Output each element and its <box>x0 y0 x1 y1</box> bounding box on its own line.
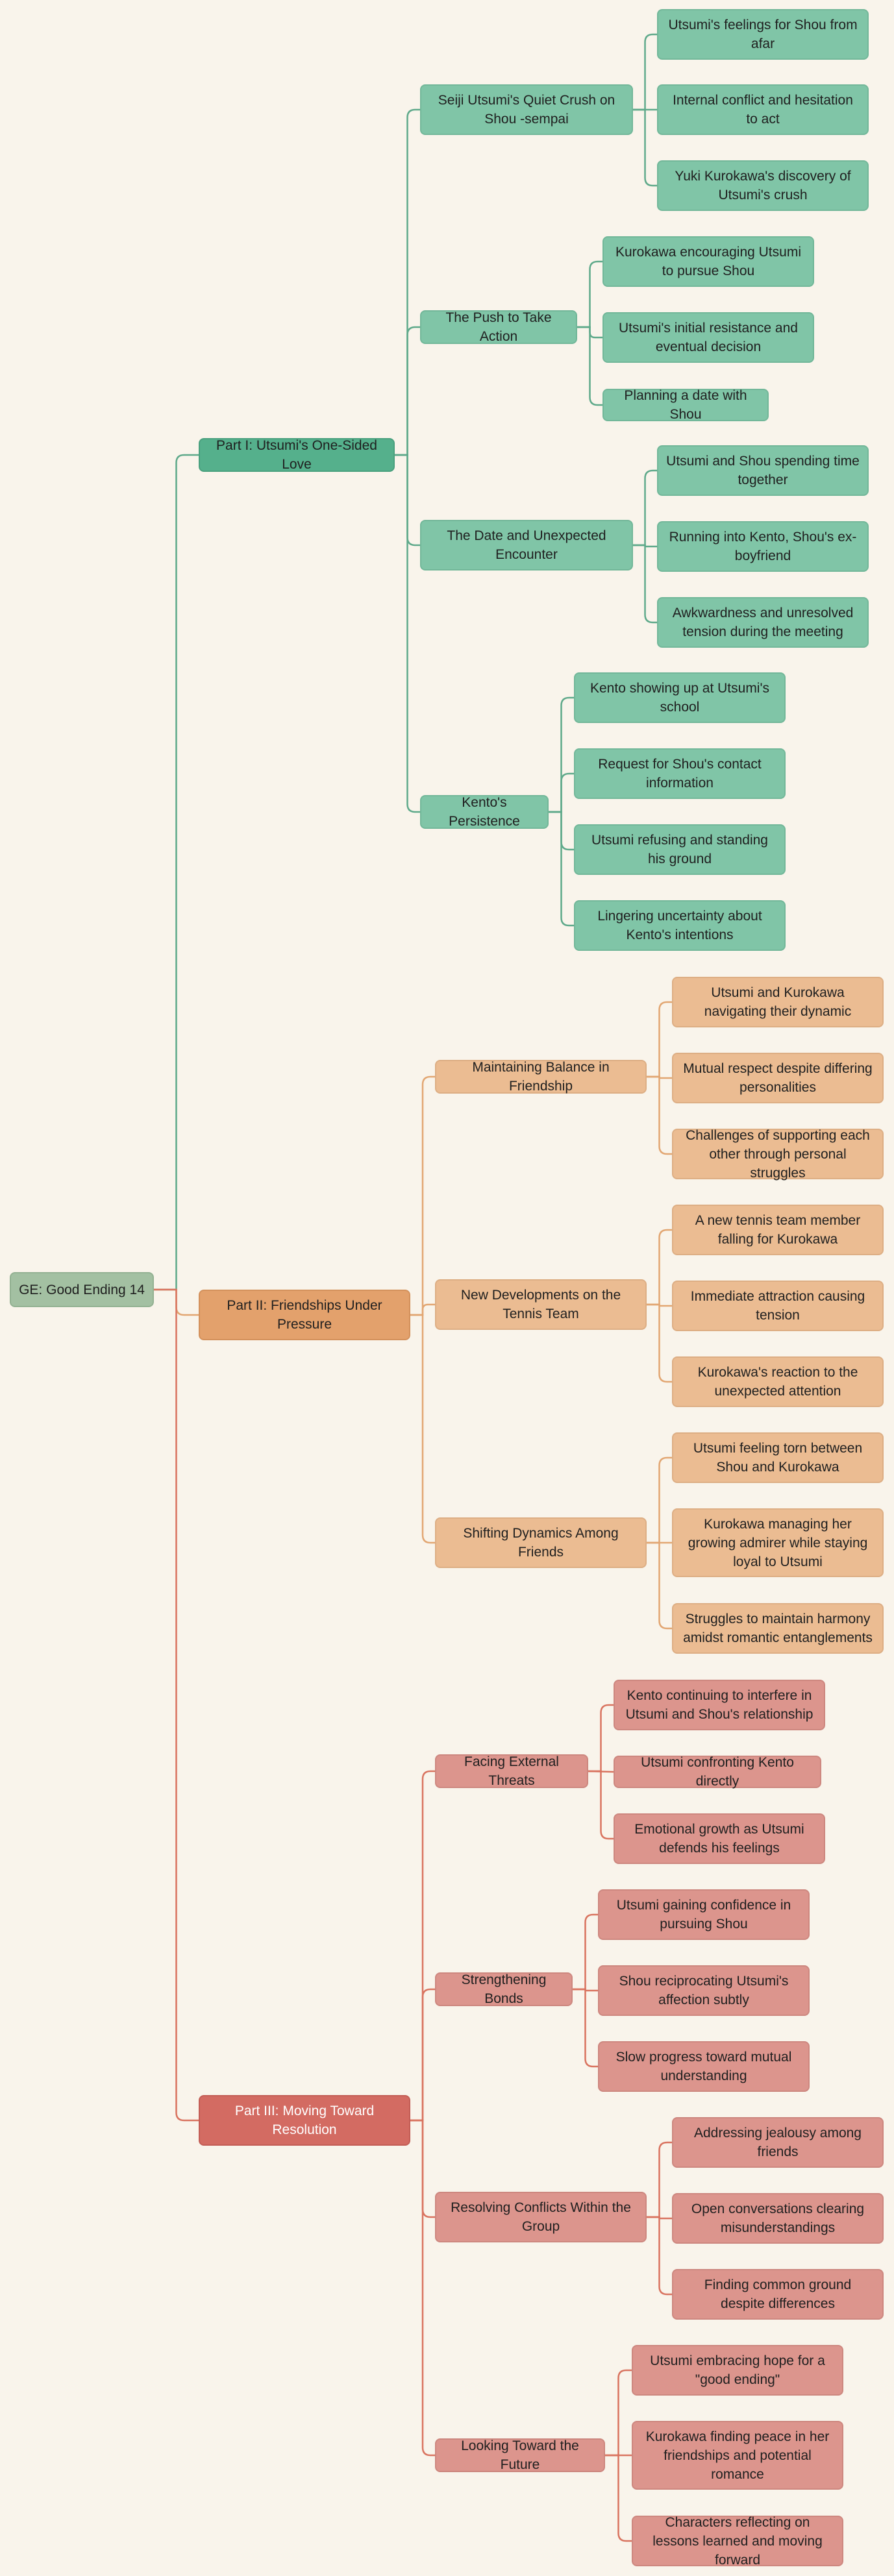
connector-line <box>647 1075 672 1155</box>
connector-line <box>410 1075 435 1316</box>
connector-line <box>410 1988 435 2122</box>
leaf-node[interactable]: Kurokawa's reaction to the unexpected at… <box>672 1356 884 1407</box>
leaf-node[interactable]: Utsumi feeling torn between Shou and Kur… <box>672 1432 884 1483</box>
leaf-node[interactable]: Characters reflecting on lessons learned… <box>632 2515 843 2568</box>
connector-line <box>549 811 574 927</box>
connector-line <box>573 1913 598 1991</box>
connector-line <box>395 326 420 456</box>
leaf-node[interactable]: Kurokawa encouraging Utsumi to pursue Sh… <box>602 236 814 287</box>
connector-line <box>647 2141 672 2218</box>
connector-line <box>647 2216 672 2296</box>
part-1-section-4-node[interactable]: Kento's Persistence <box>420 795 549 829</box>
leaf-node[interactable]: Shou reciprocating Utsumi's affection su… <box>598 1965 810 2016</box>
leaf-node[interactable]: Internal conflict and hesitation to act <box>657 84 869 135</box>
leaf-node[interactable]: Finding common ground despite difference… <box>672 2269 884 2320</box>
leaf-node[interactable]: Kurokawa managing her growing admirer wh… <box>672 1508 884 1577</box>
leaf-node[interactable]: Utsumi embracing hope for a "good ending… <box>632 2345 843 2396</box>
part-2-section-1-node[interactable]: Maintaining Balance in Friendship <box>435 1060 647 1094</box>
leaf-node[interactable]: Planning a date with Shou <box>602 388 769 422</box>
connector-line <box>549 696 574 813</box>
leaf-node[interactable]: Yuki Kurokawa's discovery of Utsumi's cr… <box>657 160 869 211</box>
leaf-node[interactable]: Utsumi and Shou spending time together <box>657 445 869 496</box>
leaf-node[interactable]: Mutual respect despite differing persona… <box>672 1053 884 1103</box>
connector-line <box>588 1770 614 1840</box>
part-3-section-3-node[interactable]: Resolving Conflicts Within the Group <box>435 2192 647 2242</box>
part-2-section-3-node[interactable]: Shifting Dynamics Among Friends <box>435 1517 647 1568</box>
connector-line <box>395 454 420 813</box>
part-1-section-3-node[interactable]: The Date and Unexpected Encounter <box>420 520 633 570</box>
leaf-node[interactable]: Utsumi gaining confidence in pursuing Sh… <box>598 1889 810 1940</box>
connector-line <box>410 1770 435 2122</box>
leaf-node[interactable]: Utsumi and Kurokawa navigating their dyn… <box>672 977 884 1027</box>
part-3-section-2-node[interactable]: Strengthening Bonds <box>435 1972 573 2006</box>
connector-line <box>647 1001 672 1078</box>
leaf-node[interactable]: Emotional growth as Utsumi defends his f… <box>614 1813 825 1864</box>
connector-line <box>410 1303 435 1316</box>
connector-line <box>633 544 657 624</box>
part-3-section-1-node[interactable]: Facing External Threats <box>435 1754 588 1788</box>
connector-line <box>410 2119 435 2457</box>
part-3-section-4-node[interactable]: Looking Toward the Future <box>435 2438 605 2472</box>
leaf-node[interactable]: Awkwardness and unresolved tension durin… <box>657 597 869 648</box>
leaf-node[interactable]: Challenges of supporting each other thro… <box>672 1128 884 1181</box>
leaf-node[interactable]: Addressing jealousy among friends <box>672 2117 884 2168</box>
leaf-node[interactable]: Kento continuing to interfere in Utsumi … <box>614 1680 825 1730</box>
leaf-node[interactable]: Utsumi refusing and standing his ground <box>574 824 786 875</box>
leaf-node[interactable]: Kurokawa finding peace in her friendship… <box>632 2421 843 2490</box>
connector-line <box>577 260 602 328</box>
connector-line <box>647 1456 672 1544</box>
connector-line <box>549 772 574 813</box>
part-1-node[interactable]: Part I: Utsumi's One-Sided Love <box>199 438 395 472</box>
leaf-node[interactable]: Kento showing up at Utsumi's school <box>574 672 786 723</box>
connector-line <box>647 1303 672 1383</box>
connector-line <box>577 326 602 406</box>
part-1-section-1-node[interactable]: Seiji Utsumi's Quiet Crush on Shou -semp… <box>420 84 633 135</box>
part-2-section-2-node[interactable]: New Developments on the Tennis Team <box>435 1279 647 1330</box>
connector-line <box>633 33 657 111</box>
leaf-node[interactable]: Utsumi's initial resistance and eventual… <box>602 312 814 363</box>
leaf-node[interactable]: Immediate attraction causing tension <box>672 1281 884 1331</box>
connector-line <box>633 108 657 187</box>
connector-line <box>410 1314 435 1544</box>
part-3-node[interactable]: Part III: Moving Toward Resolution <box>199 2095 410 2146</box>
connector-line <box>395 108 420 456</box>
connector-line <box>647 1541 672 1630</box>
connector-line <box>154 454 199 1291</box>
connector-line <box>647 1229 672 1306</box>
part-1-section-2-node[interactable]: The Push to Take Action <box>420 310 577 344</box>
connector-line <box>605 2454 632 2542</box>
leaf-node[interactable]: Slow progress toward mutual understandin… <box>598 2041 810 2092</box>
part-2-node[interactable]: Part II: Friendships Under Pressure <box>199 1290 410 1340</box>
connector-line <box>154 1288 199 2122</box>
connector-line <box>605 2369 632 2457</box>
leaf-node[interactable]: Open conversations clearing misunderstan… <box>672 2193 884 2244</box>
leaf-node[interactable]: A new tennis team member falling for Kur… <box>672 1205 884 1255</box>
connector-line <box>573 1988 598 2068</box>
leaf-node[interactable]: Utsumi's feelings for Shou from afar <box>657 9 869 60</box>
connector-line <box>633 469 657 546</box>
connector-line <box>588 1704 614 1773</box>
leaf-node[interactable]: Struggles to maintain harmony amidst rom… <box>672 1603 884 1654</box>
leaf-node[interactable]: Utsumi confronting Kento directly <box>614 1755 821 1789</box>
leaf-node[interactable]: Lingering uncertainty about Kento's inte… <box>574 900 786 951</box>
root-node[interactable]: GE: Good Ending 14 <box>10 1272 154 1307</box>
leaf-node[interactable]: Request for Shou's contact information <box>574 748 786 799</box>
leaf-node[interactable]: Running into Kento, Shou's ex-boyfriend <box>657 521 869 572</box>
